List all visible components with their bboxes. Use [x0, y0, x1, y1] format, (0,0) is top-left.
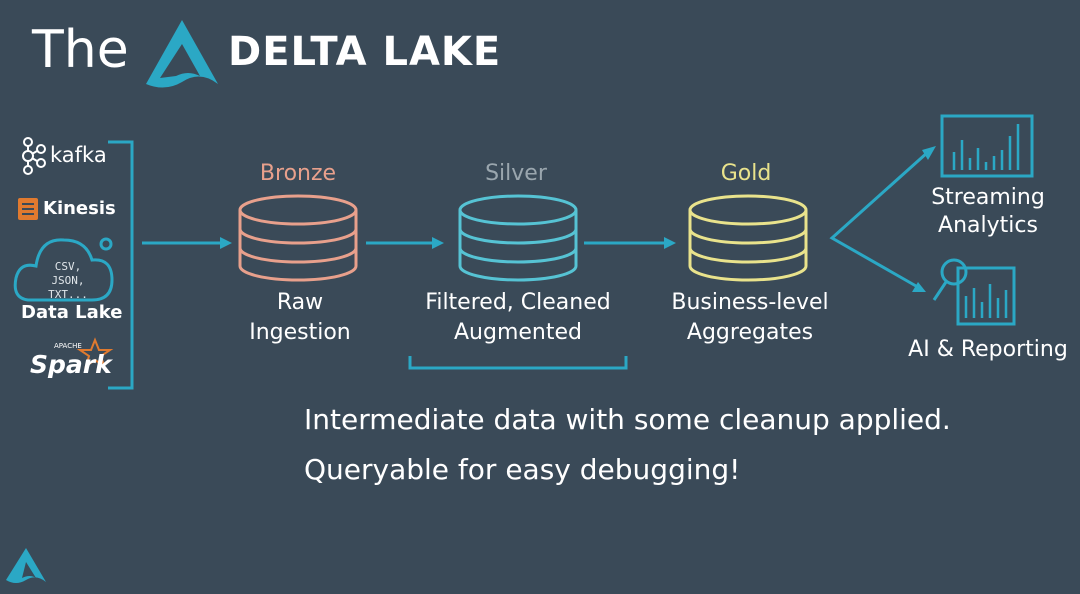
desc-line: Ingestion [249, 320, 351, 345]
tier-gold-description: Business-level Aggregates [650, 288, 850, 348]
output-line: Streaming [931, 185, 1045, 210]
flow-arrows [142, 146, 936, 292]
bar-chart-icon [940, 114, 1034, 178]
sources-bracket [108, 140, 134, 390]
source-data-lake-label: Data Lake [21, 302, 123, 323]
caption-line-2: Queryable for easy debugging! [304, 453, 741, 486]
tier-bronze-description: Raw Ingestion [200, 288, 400, 348]
desc-line: Raw [276, 290, 324, 315]
tier-gold-title: Gold [720, 161, 772, 186]
delta-logo-icon [146, 20, 218, 88]
output-line: Analytics [938, 213, 1038, 238]
cloud-icon [13, 237, 114, 302]
desc-line: Aggregates [686, 320, 814, 345]
kafka-icon [22, 137, 46, 175]
cylinder-icon [238, 194, 358, 282]
desc-line: Filtered, Cleaned [425, 290, 611, 315]
cloud-line: JSON, [51, 274, 85, 287]
aws-kinesis-icon [18, 198, 38, 220]
bar-chart-icon [956, 266, 1016, 326]
output-streaming-analytics: Streaming Analytics [908, 184, 1068, 240]
title-brand: DELTA LAKE [228, 29, 502, 75]
cloud-file-types: CSV, JSON, TXT... [40, 260, 96, 302]
cloud-line: TXT... [48, 288, 88, 301]
title-prefix: The [32, 20, 129, 80]
source-kinesis-label: Kinesis [43, 198, 116, 219]
silver-highlight-bracket [408, 356, 628, 370]
tier-bronze-title: Bronze [259, 161, 337, 186]
tier-silver-description: Filtered, Cleaned Augmented [400, 288, 636, 348]
cylinder-icon [458, 194, 578, 282]
cylinder-icon [688, 194, 808, 282]
output-ai-reporting: AI & Reporting [908, 337, 1068, 362]
desc-line: Augmented [454, 320, 582, 345]
magnifier-icon [932, 258, 968, 301]
source-spark-label: Spark [30, 350, 112, 379]
desc-line: Business-level [671, 290, 829, 315]
delta-logo-icon [6, 548, 46, 583]
tier-silver-title: Silver [485, 161, 547, 186]
spark-star-icon [76, 337, 114, 369]
caption-line-1: Intermediate data with some cleanup appl… [304, 403, 951, 436]
cloud-line: CSV, [54, 260, 82, 273]
source-kafka-label: kafka [50, 143, 107, 167]
spark-apache-label: APACHE [54, 342, 82, 350]
